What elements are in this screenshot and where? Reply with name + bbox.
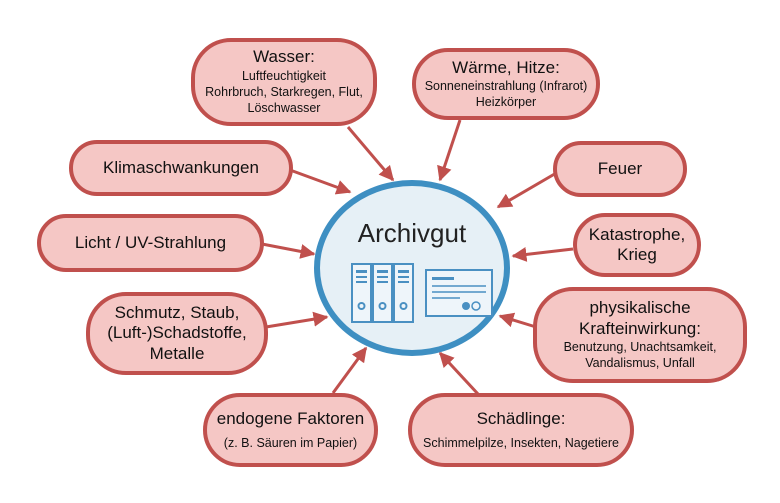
document-card-icon [425,269,493,317]
physikalisch-line-1: Benutzung, Unachtsamkeit, [563,340,717,355]
licht-title: Licht / UV-Strahlung [74,232,227,252]
endogen-sub: (z. B. Säuren im Papier) [223,436,358,451]
physikalisch-line-2: Vandalismus, Unfall [585,356,695,371]
wasser-title: Wasser: [253,47,315,67]
arrow-licht [261,242,316,259]
node-licht: Licht / UV-Strahlung [37,214,264,272]
schaedlinge-sub: Schimmelpilze, Insekten, Nagetiere [423,436,619,451]
node-physikalisch: physikalische Krafteinwirkung: Benutzung… [533,287,747,383]
wasser-line-1: Luftfeuchtigkeit [241,68,327,83]
katastrophe-title-2: Krieg [617,245,657,264]
arrow-schaedlinge [438,351,480,396]
node-schaedlinge: Schädlinge: Schimmelpilze, Insekten, Nag… [408,393,634,467]
katastrophe-title: Katastrophe, [588,224,686,244]
node-klima: Klimaschwankungen [69,140,293,196]
arrow-endogen [331,346,368,394]
wasser-line-3: Löschwasser [247,101,321,116]
wasser-line-2: Rohrbruch, Starkregen, Flut, [205,85,363,100]
node-waerme: Wärme, Hitze: Sonneneinstrahlung (Infrar… [412,48,600,120]
schaedlinge-title: Schädlinge: [476,408,566,428]
node-endogen: endogene Faktoren (z. B. Säuren im Papie… [203,393,378,467]
schmutz-line-2: (Luft-)Schadstoffe, [107,323,247,343]
arrow-feuer [496,170,559,209]
waerme-line-2: Heizkörper [475,95,537,110]
arrow-klima [289,168,352,195]
arrow-katastrophe [511,246,574,262]
waerme-line-1: Sonneneinstrahlung (Infrarot) [424,78,588,93]
node-feuer: Feuer [553,141,687,197]
physikalisch-title: physikalische [589,298,691,318]
center-archivgut: Archivgut [314,180,510,356]
node-katastrophe: Katastrophe, Krieg [573,213,701,277]
arrow-wasser [346,126,395,182]
klima-title: Klimaschwankungen [103,157,259,177]
center-title: Archivgut [357,218,467,248]
binder-icon [351,263,414,323]
waerme-title: Wärme, Hitze: [452,57,560,77]
node-wasser: Wasser: Luftfeuchtigkeit Rohrbruch, Star… [191,38,377,126]
arrow-schmutz [265,311,329,329]
feuer-title: Feuer [597,158,643,178]
node-schmutz: Schmutz, Staub, (Luft-)Schadstoffe, Meta… [86,292,268,375]
schmutz-line-3: Metalle [149,343,205,363]
endogen-title: endogene Faktoren [216,408,365,428]
physikalisch-title-2: Krafteinwirkung: [579,318,701,338]
arrow-waerme [437,119,462,182]
schmutz-line-1: Schmutz, Staub, [114,302,240,322]
arrow-physikalisch [498,312,537,329]
